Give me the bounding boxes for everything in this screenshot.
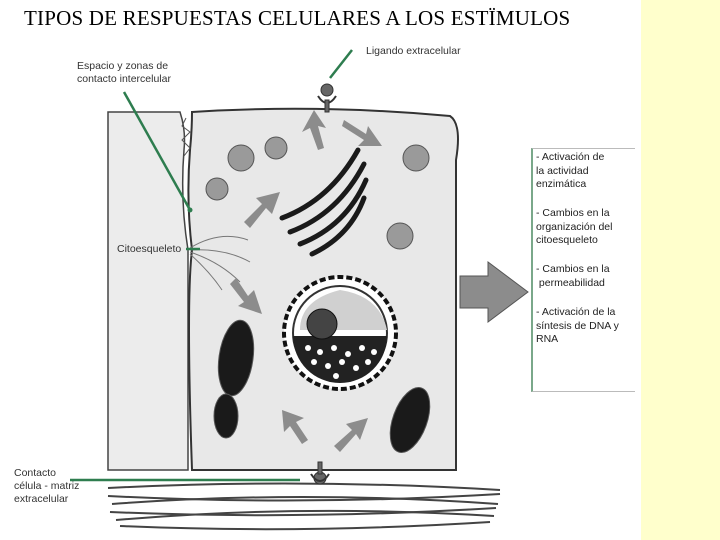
response-4-line2: síntesis de DNA y [536, 319, 619, 332]
response-cytoskeleton: - Cambios en la organización del citoesq… [536, 207, 636, 248]
page-title: TIPOS DE RESPUESTAS CELULARES A LOS ESTÏ… [24, 6, 571, 30]
response-2-line2: organización del [536, 220, 613, 233]
response-1-line2: la actividad [536, 164, 589, 177]
response-1-line3: enzimática [536, 178, 587, 190]
label-ligando: Ligando extracelular [366, 45, 461, 57]
label-espacio-line1: Espacio y zonas de [77, 60, 169, 72]
mitochondria [213, 319, 431, 453]
junction-marker [187, 207, 193, 213]
response-arrow [459, 261, 529, 323]
neighbor-cell [107, 111, 189, 471]
ligand-receptor-bottom [310, 461, 330, 485]
response-dna-synthesis: - Activación de la síntesis de DNA y RNA [536, 306, 636, 347]
nucleus [282, 275, 398, 391]
label-espacio-line2: contacto intercelular [77, 73, 171, 85]
label-contacto-line2: célula - matriz [14, 480, 80, 492]
response-3-line1: - Cambios en la [536, 263, 610, 275]
yellow-side-panel [641, 0, 720, 540]
response-2-line3: citoesqueleto [536, 234, 598, 246]
label-citoesqueleto: Citoesqueleto [117, 243, 182, 255]
response-4-line1: - Activación de la [536, 306, 616, 318]
pointer-lines [70, 49, 353, 482]
responses-box [531, 148, 635, 392]
extracellular-matrix [107, 482, 501, 531]
ligand-receptor-top [317, 83, 337, 113]
golgi-apparatus [279, 147, 369, 257]
response-4-line3: RNA [536, 333, 559, 345]
cytoskeleton [189, 235, 251, 291]
signal-arrows [230, 110, 529, 452]
label-contacto-line1: Contacto [14, 467, 57, 479]
response-1-line1: - Activación de [536, 151, 605, 163]
cell-response-diagram [70, 49, 529, 531]
intercellular-junction [181, 117, 191, 157]
response-enzymatic: - Activación de la actividad enzimática [536, 151, 636, 192]
vesicles [205, 136, 430, 250]
response-3-line2: permeabilidad [536, 276, 605, 289]
label-contacto-line3: extracelular [14, 493, 69, 505]
response-permeability: - Cambios en la permeabilidad [536, 263, 636, 290]
response-2-line1: - Cambios en la [536, 207, 610, 219]
